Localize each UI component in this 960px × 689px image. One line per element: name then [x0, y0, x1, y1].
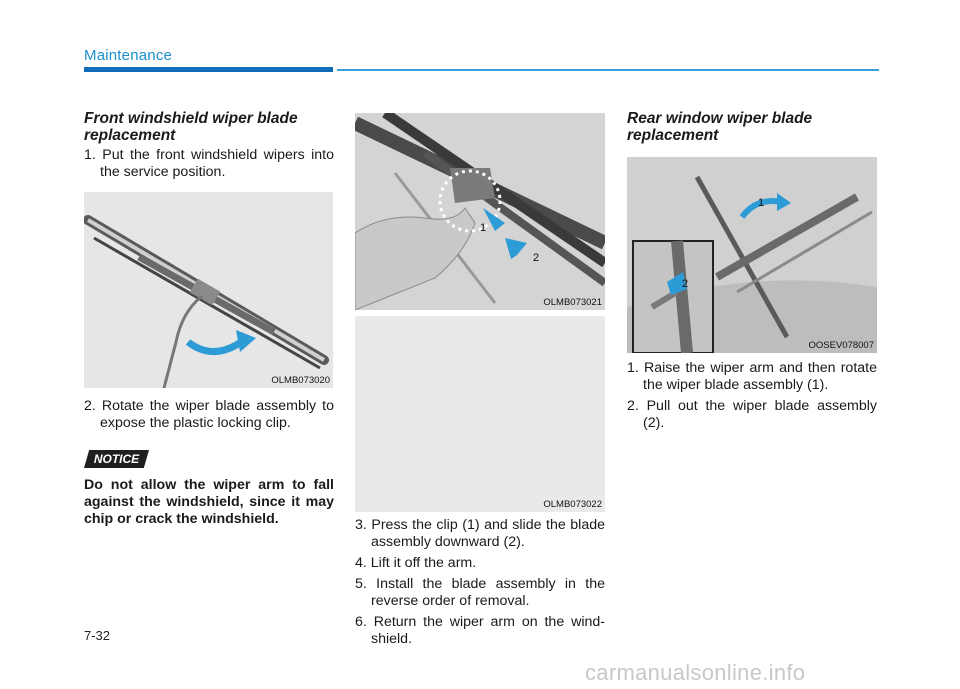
figure-blank: OLMB073022 [355, 316, 605, 512]
notice-text: Do not allow the wiper arm to fall again… [84, 477, 334, 527]
figure-code: OOSEV078007 [808, 340, 875, 351]
header-rule-thin [337, 69, 879, 71]
middle-steps: 3. Press the clip (1) and slide the blad… [355, 517, 605, 648]
rear-step-2: 2. Pull out the wiper blade assembly (2)… [627, 398, 877, 431]
left-step1-wrap: 1. Put the front windshield wipers into … [84, 147, 334, 181]
figure-code: OLMB073020 [271, 375, 330, 386]
notice-badge: NOTICE [84, 450, 149, 468]
page-number: 7-32 [84, 628, 111, 643]
watermark: carmanualsonline.info [585, 660, 806, 685]
left-heading-wrap: Front windshield wiper blade replacement [84, 110, 334, 144]
rear-label-2: 2 [682, 278, 688, 290]
header-rule-thick [84, 67, 333, 72]
figure-clip-press: 1 2 OLMB073021 [355, 113, 605, 310]
front-step-2: 2. Rotate the wiper blade assembly to ex… [84, 398, 334, 431]
clip-label-2: 2 [533, 252, 539, 264]
right-heading-wrap: Rear window wiper blade replacement [627, 110, 877, 144]
figure-front-wiper-service: OLMB073020 [84, 192, 333, 388]
front-step-4: 4. Lift it off the arm. [355, 555, 477, 571]
right-steps: 1. Raise the wiper arm and then rotate t… [627, 360, 877, 432]
rear-step-1: 1. Raise the wiper arm and then rotate t… [627, 360, 877, 393]
figure-code: OLMB073022 [543, 499, 602, 510]
wiper-service-illustration [84, 192, 333, 388]
figure-code: OLMB073021 [543, 297, 602, 308]
front-step-5: 5. Install the blade assembly in the rev… [355, 576, 605, 609]
clip-label-1: 1 [480, 222, 486, 234]
front-step-6: 6. Return the wiper arm on the wind- shi… [355, 614, 605, 647]
rear-label-1: 1 [758, 197, 764, 209]
section-title: Maintenance [84, 47, 173, 64]
rear-wiper-illustration: 1 2 [627, 157, 877, 353]
front-step-3: 3. Press the clip (1) and slide the blad… [355, 517, 605, 550]
clip-press-illustration: 1 2 [355, 113, 605, 310]
left-step2-wrap: 2. Rotate the wiper blade assembly to ex… [84, 398, 334, 432]
front-step-1: 1. Put the front windshield wipers into … [84, 147, 334, 180]
rear-wiper-heading: Rear window wiper blade replacement [627, 110, 813, 144]
figure-rear-wiper: 1 2 OOSEV078007 [627, 157, 877, 353]
front-wiper-heading: Front windshield wiper blade replacement [84, 110, 298, 144]
